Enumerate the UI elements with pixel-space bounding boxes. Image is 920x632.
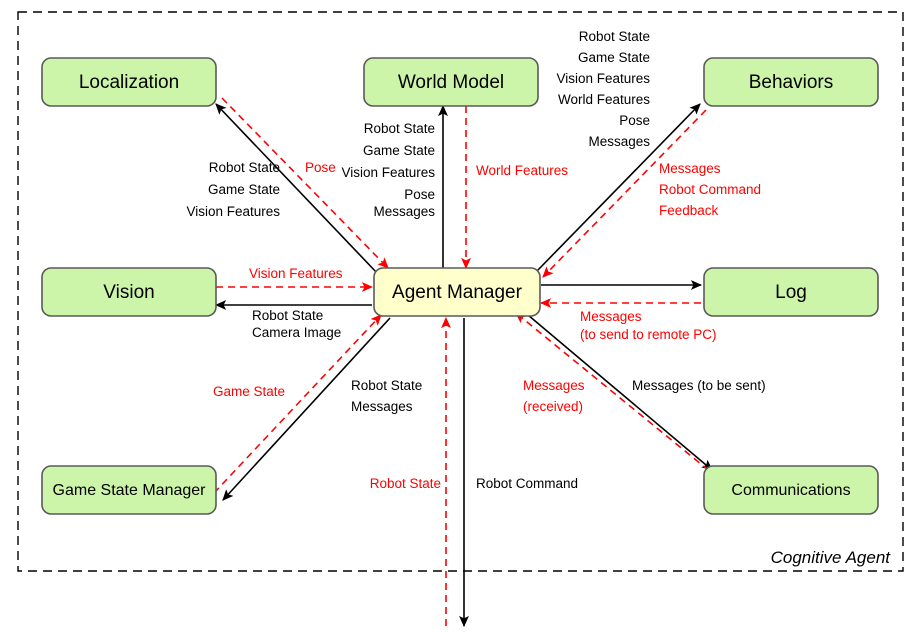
node-world-model[interactable]: World Model bbox=[363, 57, 539, 107]
node-game-state-manager-label: Game State Manager bbox=[53, 482, 207, 499]
edge-label-line: Messages bbox=[351, 399, 413, 414]
flow-communications-to-agent-manager bbox=[515, 312, 719, 479]
flow-agent-manager-to-communications bbox=[527, 314, 713, 471]
node-log-box[interactable] bbox=[703, 267, 879, 317]
edge-label-line: Messages (to be sent) bbox=[632, 378, 766, 393]
cognitive-agent-boundary bbox=[17, 11, 904, 572]
edge-label-line: Robot State bbox=[364, 121, 435, 136]
edge-label-log-out: Messages (to send to remote PC) bbox=[580, 309, 717, 342]
edge-label-line: (received) bbox=[523, 399, 583, 414]
node-agent-manager-box[interactable] bbox=[373, 267, 541, 317]
node-behaviors-box[interactable] bbox=[703, 57, 879, 107]
edge-label-line: Messages bbox=[659, 161, 721, 176]
edge-label-communications-in: Messages (to be sent) bbox=[632, 378, 766, 393]
flow-behaviors-to-agent-manager bbox=[542, 109, 707, 278]
edge-label-line: Vision Features bbox=[186, 204, 280, 219]
node-vision-box[interactable] bbox=[41, 267, 217, 317]
edge-label-line: Messages bbox=[373, 204, 435, 219]
edge-label-line: World Features bbox=[476, 163, 568, 178]
edge-label-external-out: Robot Command bbox=[476, 476, 578, 491]
edge-label-line: Game State bbox=[213, 384, 285, 399]
node-vision[interactable]: Vision bbox=[41, 267, 217, 317]
edge-label-line: Messages bbox=[523, 378, 585, 393]
edge-label-behaviors-in: Robot State Game State Vision Features W… bbox=[556, 29, 650, 149]
node-behaviors-label: Behaviors bbox=[749, 72, 834, 93]
edge-label-line: Vision Features bbox=[249, 266, 343, 281]
edge-label-world-model-out: World Features bbox=[476, 163, 568, 178]
node-behaviors[interactable]: Behaviors bbox=[703, 57, 879, 107]
node-localization-box[interactable] bbox=[41, 57, 217, 107]
edge-label-line: Feedback bbox=[659, 203, 719, 218]
edge-label-game-state-manager-in: Robot State Messages bbox=[351, 378, 422, 414]
node-log[interactable]: Log bbox=[703, 267, 879, 317]
edge-label-line: (to send to remote PC) bbox=[580, 327, 717, 342]
edge-label-communications-out: Messages (received) bbox=[523, 378, 585, 414]
edge-label-world-model-in: Robot State Game State Vision Features P… bbox=[341, 121, 435, 219]
flow-game-state-manager-to-agent-manager bbox=[213, 314, 382, 494]
flow-agent-manager-to-localization bbox=[215, 103, 379, 275]
node-game-state-manager[interactable]: Game State Manager bbox=[41, 465, 217, 515]
edge-label-line: Robot State bbox=[252, 308, 323, 323]
edge-label-line: Robot State bbox=[370, 476, 441, 491]
node-agent-manager[interactable]: Agent Manager bbox=[373, 267, 541, 317]
edge-label-line: Messages bbox=[588, 134, 650, 149]
node-log-label: Log bbox=[775, 282, 807, 303]
edge-label-vision-out: Vision Features bbox=[249, 266, 343, 281]
edge-label-vision-in: Robot State Camera Image bbox=[252, 308, 341, 340]
edge-label-line: Messages bbox=[580, 309, 642, 324]
edge-label-line: Pose bbox=[305, 160, 336, 175]
edge-label-line: Game State bbox=[208, 182, 280, 197]
node-communications-box[interactable] bbox=[703, 465, 879, 515]
flow-localization-to-agent-manager bbox=[221, 97, 389, 269]
edge-label-game-state-manager-out: Game State bbox=[213, 384, 285, 399]
edge-label-localization-out: Pose bbox=[305, 160, 336, 175]
node-localization[interactable]: Localization bbox=[41, 57, 217, 107]
edge-label-line: Robot State bbox=[579, 29, 650, 44]
node-communications[interactable]: Communications bbox=[703, 465, 879, 515]
flow-agent-manager-to-game-state-manager bbox=[222, 317, 391, 501]
node-communications-label: Communications bbox=[731, 482, 850, 499]
edge-label-line: Vision Features bbox=[556, 71, 650, 86]
edge-label-line: Robot State bbox=[351, 378, 422, 393]
node-vision-label: Vision bbox=[103, 282, 154, 303]
boundary-caption: Cognitive Agent bbox=[771, 548, 892, 567]
edge-label-localization-in: Robot State Game State Vision Features bbox=[186, 160, 280, 219]
edge-label-line: Game State bbox=[578, 50, 650, 65]
edge-label-line: Pose bbox=[404, 187, 435, 202]
node-game-state-manager-box[interactable] bbox=[41, 465, 217, 515]
edge-label-behaviors-out: Messages Robot Command Feedback bbox=[659, 161, 761, 218]
edge-label-line: Robot State bbox=[209, 160, 280, 175]
node-world-model-label: World Model bbox=[398, 72, 504, 93]
flow-agent-manager-to-behaviors bbox=[535, 103, 701, 273]
edge-label-line: Robot Command bbox=[476, 476, 578, 491]
node-localization-label: Localization bbox=[79, 72, 179, 93]
edge-label-line: World Features bbox=[558, 92, 650, 107]
edge-label-line: Game State bbox=[363, 143, 435, 158]
node-agent-manager-label: Agent Manager bbox=[392, 282, 523, 303]
edge-label-external-in: Robot State bbox=[370, 476, 441, 491]
edge-label-line: Robot Command bbox=[659, 182, 761, 197]
edge-label-line: Pose bbox=[619, 113, 650, 128]
edge-label-line: Vision Features bbox=[341, 165, 435, 180]
edge-label-line: Camera Image bbox=[252, 325, 341, 340]
node-world-model-box[interactable] bbox=[363, 57, 539, 107]
